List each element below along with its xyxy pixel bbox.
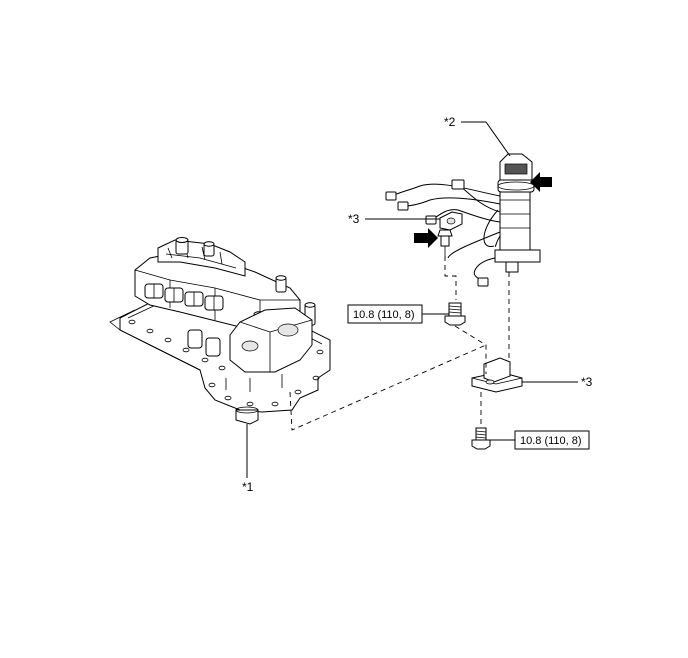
torque-spec-lower: 10.8 (110, 8) [514,430,590,450]
upper-bolt [444,302,466,326]
lower-clamp [471,357,523,393]
push-arrow-icon [414,228,438,248]
upper-clamp-bolt [437,229,453,256]
callout-clamp-lower: *3 [581,375,593,389]
wire-harness [385,153,541,287]
callout-clamp-upper: *3 [348,212,360,226]
callout-wire-harness: *2 [444,115,456,129]
torque-spec-upper: 10.8 (110, 8) [347,304,423,324]
callout-valve-body: *1 [242,480,254,494]
torque-value-upper: 10.8 (110, 8) [353,309,415,321]
leader-lines [246,121,578,478]
valve-body [109,237,331,425]
lower-bolt [471,427,491,450]
torque-value-lower: 10.8 (110, 8) [520,435,582,447]
push-arrow-icon [530,172,552,192]
assembly-guide-lines [289,256,510,431]
